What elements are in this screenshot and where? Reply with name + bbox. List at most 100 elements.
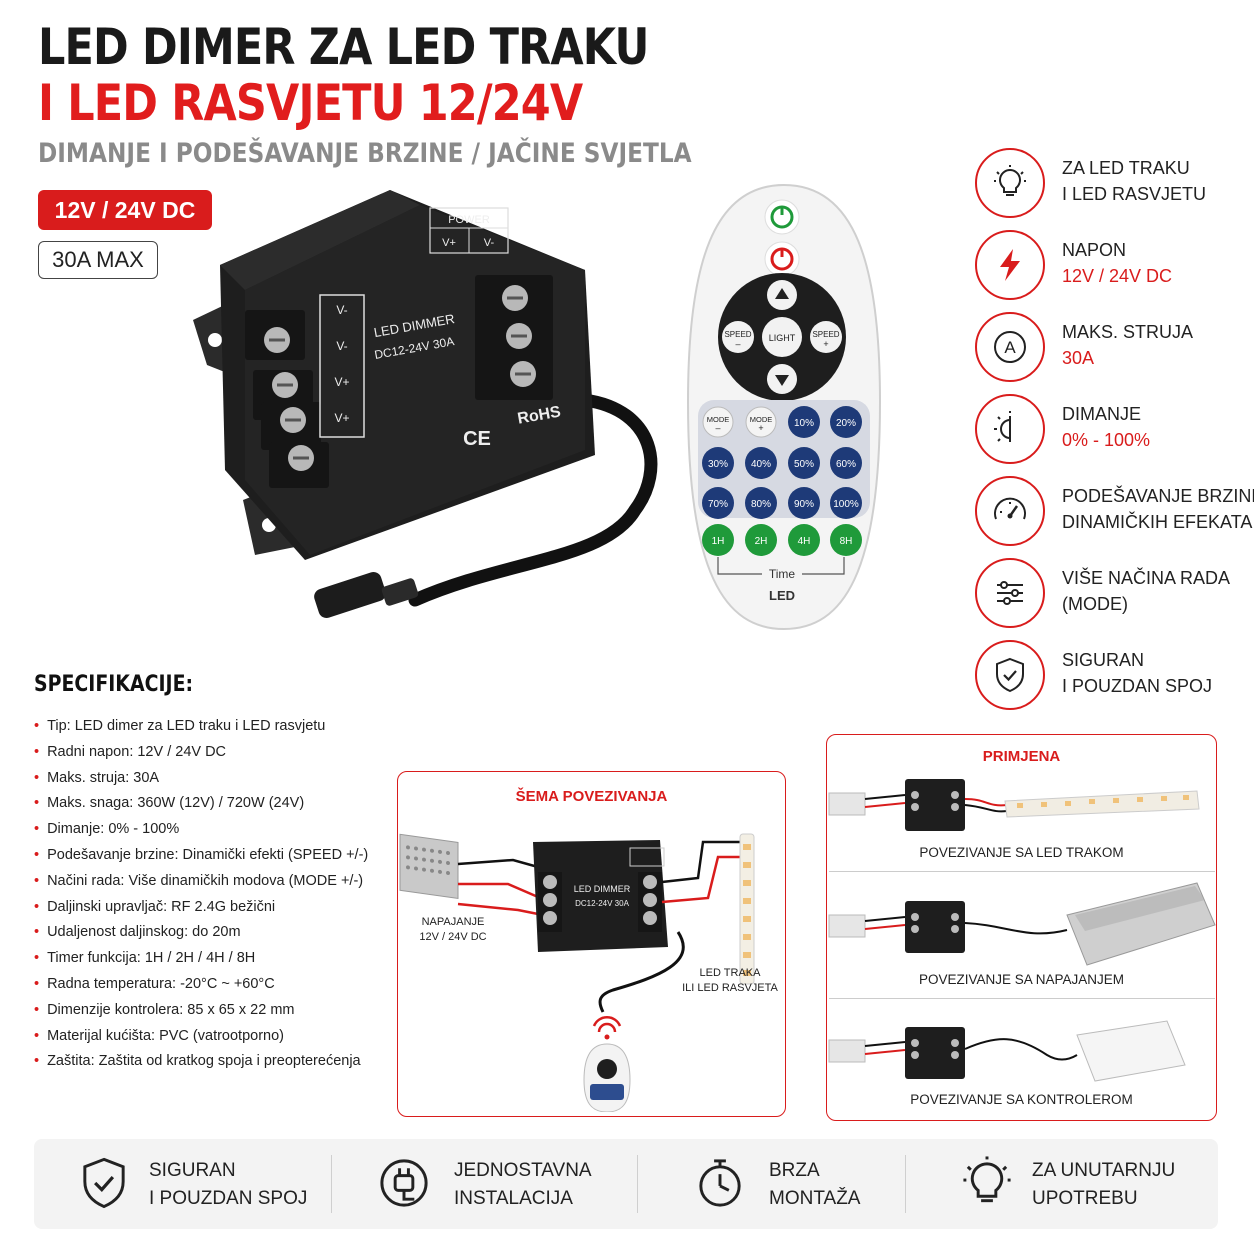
percent-button bbox=[745, 487, 777, 519]
spec-item: Timer funkcija: 1H / 2H / 4H / 8H bbox=[34, 948, 368, 974]
speed-plus-label: SPEED bbox=[812, 330, 839, 339]
spec-item: Načini rada: Više dinamičkih modova (MOD… bbox=[34, 871, 368, 897]
application-caption: POVEZIVANJE SA NAPAJANJEM bbox=[918, 972, 1125, 987]
percent-button-label: 50% bbox=[794, 459, 814, 470]
percent-button-label: 20% bbox=[836, 418, 856, 429]
feature-icon-circle bbox=[975, 558, 1045, 628]
benefit-title: BRZA bbox=[769, 1160, 820, 1181]
wiring-diagram: LED DIMMER DC12-24V 30A bbox=[399, 833, 755, 1112]
spec-item: Materijal kućišta: PVC (vatrootporno) bbox=[34, 1026, 368, 1052]
application-illustrations bbox=[828, 779, 1216, 1082]
percent-button bbox=[830, 447, 862, 479]
voltage-badge: 12V / 24V DC bbox=[38, 190, 212, 230]
svg-text:+: + bbox=[758, 423, 763, 433]
timer-button bbox=[830, 524, 862, 556]
mode-plus-label: MODE bbox=[750, 415, 773, 424]
feature-title: MAKS. STRUJA bbox=[1062, 322, 1194, 342]
terminal-label: V+ bbox=[334, 411, 349, 425]
wiring-diagram-panel: ŠEMA POVEZIVANJA LED DIMMER DC12-24V 30A bbox=[397, 771, 786, 1117]
remote-control-image: LIGHT SPEED – SPEED + MODE – MODE + 10%2… bbox=[686, 183, 882, 631]
spec-item: Maks. struja: 30A bbox=[34, 768, 368, 794]
percent-button-label: 100% bbox=[833, 499, 859, 510]
feature-icon-circle bbox=[975, 476, 1045, 546]
percent-button-label: 90% bbox=[794, 499, 814, 510]
light-button-label: LIGHT bbox=[769, 333, 796, 343]
feature-title: SIGURAN bbox=[1062, 650, 1145, 670]
feature-item: DIMANJE 0% - 100% bbox=[975, 394, 1245, 464]
speed-minus-label: SPEED bbox=[724, 330, 751, 339]
feature-value: I LED RASVJETU bbox=[1062, 184, 1207, 204]
page-subtitle: DIMANJE I PODEŠAVANJE BRZINE / JAČINE SV… bbox=[38, 138, 692, 169]
timer-button-label: 8H bbox=[840, 536, 853, 547]
spec-item: Dimenzije kontrolera: 85 x 65 x 22 mm bbox=[34, 1000, 368, 1026]
sliders-icon bbox=[997, 581, 1023, 605]
led-dimmer-controller-image: V- V- V+ V+ POWER V+ V- LED DIMMER DC12-… bbox=[193, 190, 658, 619]
percent-button-label: 40% bbox=[751, 459, 771, 470]
spec-item: Dimanje: 0% - 100% bbox=[34, 819, 368, 845]
feature-title: PODEŠAVANJE BRZINE bbox=[1062, 486, 1254, 506]
percent-button bbox=[745, 447, 777, 479]
feature-icon-circle bbox=[975, 640, 1045, 710]
feature-value: I POUZDAN SPOJ bbox=[1062, 676, 1213, 696]
feature-value: (MODE) bbox=[1062, 594, 1128, 614]
spec-item: Zaštita: Zaštita od kratkog spoja i preo… bbox=[34, 1051, 368, 1077]
remote-brand-label: LED bbox=[769, 588, 795, 603]
spec-item: Maks. snaga: 360W (12V) / 720W (24V) bbox=[34, 793, 368, 819]
shield-check-icon bbox=[83, 1157, 125, 1209]
speedometer-icon bbox=[994, 497, 1026, 520]
wiring-title: ŠEMA POVEZIVANJA bbox=[515, 788, 668, 805]
lightning-icon bbox=[1000, 249, 1020, 281]
feature-value: 0% - 100% bbox=[1062, 430, 1151, 450]
benefit-subtitle: I POUZDAN SPOJ bbox=[149, 1188, 308, 1209]
percent-button-label: 70% bbox=[708, 499, 728, 510]
spec-item: Radni napon: 12V / 24V DC bbox=[34, 742, 368, 768]
current-badge: 30A MAX bbox=[38, 241, 158, 279]
benefit-title: JEDNOSTAVNA bbox=[454, 1160, 592, 1181]
terminal-label: V- bbox=[336, 303, 347, 317]
feature-title: DIMANJE bbox=[1062, 404, 1142, 424]
application-caption: POVEZIVANJE SA LED TRAKOM bbox=[919, 845, 1124, 860]
percent-button-label: 80% bbox=[751, 499, 771, 510]
application-title: PRIMJENA bbox=[982, 748, 1061, 765]
time-label: Time bbox=[769, 567, 796, 581]
percent-button-label: 30% bbox=[708, 459, 728, 470]
specs-title: SPECIFIKACIJE: bbox=[34, 672, 194, 697]
spec-item: Podešavanje brzine: Dinamički efekti (SP… bbox=[34, 845, 368, 871]
page-title-line1: LED DIMER ZA LED TRAKU bbox=[38, 18, 649, 76]
wiring-model-label: LED DIMMER bbox=[574, 884, 631, 894]
percent-button bbox=[830, 487, 862, 519]
ampere-icon: A bbox=[994, 331, 1026, 363]
percent-button bbox=[788, 487, 820, 519]
feature-item: SIGURAN I POUZDAN SPOJ bbox=[975, 640, 1245, 710]
shield-check-icon bbox=[996, 657, 1024, 693]
benefit-subtitle: MONTAŽA bbox=[769, 1188, 861, 1209]
feature-icon-circle bbox=[975, 148, 1045, 218]
feature-icon-circle bbox=[975, 394, 1045, 464]
page-title-line2: I LED RASVJETU 12/24V bbox=[38, 74, 583, 132]
percent-button bbox=[702, 447, 734, 479]
svg-text:–: – bbox=[715, 423, 720, 433]
plug-icon bbox=[380, 1159, 428, 1207]
application-panel: PRIMJENA POVEZIVANJE SA LED TRAKOM POVEZ… bbox=[826, 734, 1217, 1121]
percent-button bbox=[788, 406, 820, 438]
percent-button bbox=[788, 447, 820, 479]
spec-item: Udaljenost daljinskog: do 20m bbox=[34, 922, 368, 948]
feature-value: 12V / 24V DC bbox=[1062, 266, 1173, 286]
power-minus-label: V- bbox=[484, 237, 495, 249]
feature-value: DINAMIČKIH EFEKATA bbox=[1062, 512, 1253, 532]
specs-list: Tip: LED dimer za LED traku i LED rasvje… bbox=[34, 716, 368, 1077]
spec-item: Daljinski upravljač: RF 2.4G bežični bbox=[34, 897, 368, 923]
timer-button bbox=[702, 524, 734, 556]
stopwatch-icon bbox=[699, 1159, 741, 1207]
timer-button bbox=[745, 524, 777, 556]
percent-button bbox=[830, 406, 862, 438]
feature-icon-circle bbox=[975, 230, 1045, 300]
feature-title: VIŠE NAČINA RADA bbox=[1062, 568, 1231, 588]
percent-button-label: 60% bbox=[836, 459, 856, 470]
